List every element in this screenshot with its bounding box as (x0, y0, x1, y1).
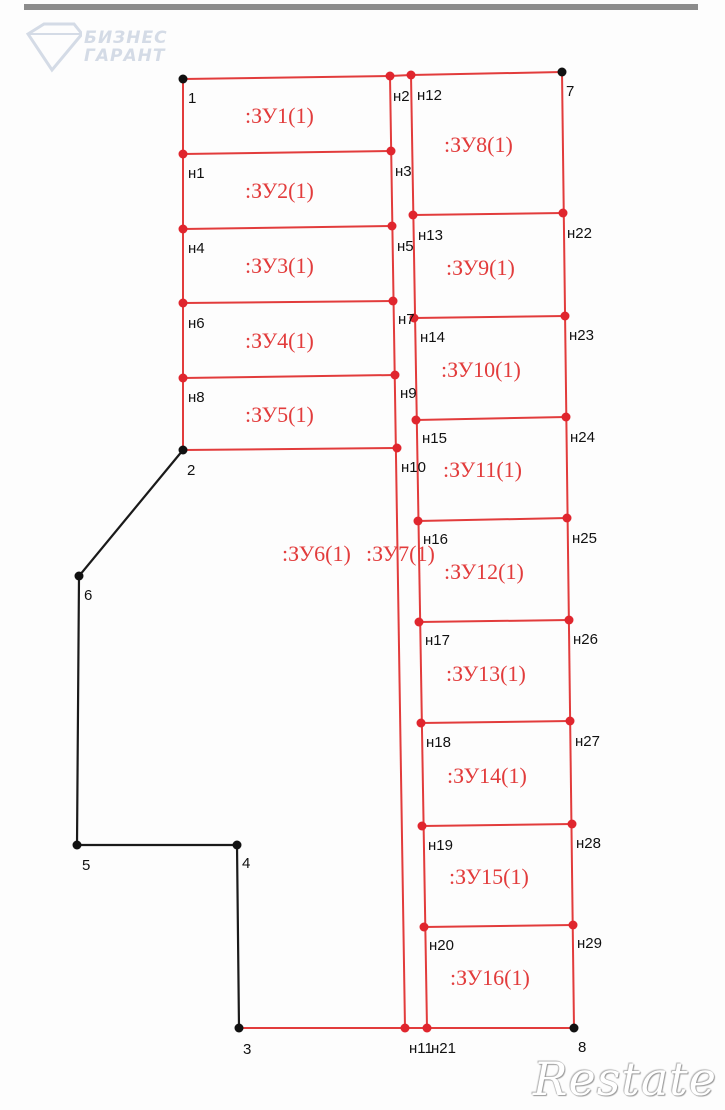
label-n9: н9 (400, 385, 417, 402)
label-p1: 1 (188, 90, 196, 107)
label-n19: н19 (428, 837, 453, 854)
label-n24: н24 (570, 429, 595, 446)
label-n26: н26 (573, 631, 598, 648)
point-labels: 1 2 3 4 5 6 7 8 н1 н2 н3 н4 н5 н6 н7 н8 … (82, 83, 602, 1058)
plot-labels: :ЗУ1(1) :ЗУ2(1) :ЗУ3(1) :ЗУ4(1) :ЗУ5(1) … (245, 103, 530, 990)
label-n8: н8 (188, 389, 205, 406)
red-vertices (178, 70, 578, 1033)
label-n5: н5 (397, 238, 414, 255)
label-n6: н6 (188, 315, 205, 332)
plot-label-zu4: :ЗУ4(1) (245, 328, 314, 353)
plot-label-zu3: :ЗУ3(1) (245, 253, 314, 278)
label-p3: 3 (243, 1041, 251, 1058)
brand-logo: БИЗНЕС ГАРАНТ (22, 20, 182, 80)
plot-label-zu2: :ЗУ2(1) (245, 178, 314, 203)
label-n3: н3 (395, 163, 412, 180)
plot-label-zu11: :ЗУ11(1) (443, 457, 522, 482)
plot-label-zu6: :ЗУ6(1) (282, 541, 351, 566)
plot-label-zu9: :ЗУ9(1) (446, 255, 515, 280)
label-n18: н18 (426, 734, 451, 751)
label-p5: 5 (82, 857, 90, 874)
plot-label-zu15: :ЗУ15(1) (449, 864, 529, 889)
label-n23: н23 (569, 327, 594, 344)
label-n25: н25 (572, 530, 597, 547)
plot-label-zu13: :ЗУ13(1) (446, 661, 526, 686)
label-p4: 4 (242, 855, 250, 872)
label-n1: н1 (188, 165, 205, 182)
label-n10: н10 (401, 459, 426, 476)
label-n15: н15 (422, 430, 447, 447)
brand-line-2: ГАРАНТ (84, 46, 166, 66)
label-n20: н20 (429, 937, 454, 954)
label-n17: н17 (425, 632, 450, 649)
diamond-logo-icon (25, 22, 82, 73)
label-n11: н11 (409, 1040, 433, 1057)
brand-line-1: БИЗНЕС (84, 28, 168, 48)
plot-label-zu16: :ЗУ16(1) (450, 965, 530, 990)
plot-label-zu7: :ЗУ7(1) (366, 541, 435, 566)
label-n16: н16 (423, 531, 448, 548)
label-n2: н2 (393, 88, 410, 105)
label-n12: н12 (417, 87, 442, 104)
label-p6: 6 (84, 587, 92, 604)
black-vertices (72, 67, 579, 1033)
restate-watermark: Restate (532, 1052, 717, 1106)
label-n13: н13 (418, 227, 443, 244)
label-n27: н27 (575, 733, 600, 750)
label-p2: 2 (187, 462, 195, 479)
label-n22: н22 (567, 225, 592, 242)
plot-label-zu14: :ЗУ14(1) (447, 763, 527, 788)
label-n28: н28 (576, 835, 601, 852)
plot-label-zu5: :ЗУ5(1) (245, 402, 314, 427)
label-n21: н21 (431, 1040, 456, 1057)
label-n29: н29 (577, 935, 602, 952)
label-p8: 8 (578, 1039, 586, 1056)
outer-boundary (75, 449, 241, 1029)
plot-label-zu12: :ЗУ12(1) (444, 559, 524, 584)
label-n7: н7 (398, 311, 415, 328)
plot-label-zu10: :ЗУ10(1) (441, 357, 521, 382)
plot-boundaries (182, 71, 575, 1029)
label-p7: 7 (566, 83, 574, 100)
plot-label-zu8: :ЗУ8(1) (444, 132, 513, 157)
label-n14: н14 (420, 329, 445, 346)
top-divider (24, 4, 698, 10)
plot-label-zu1: :ЗУ1(1) (245, 103, 314, 128)
label-n4: н4 (188, 240, 205, 257)
